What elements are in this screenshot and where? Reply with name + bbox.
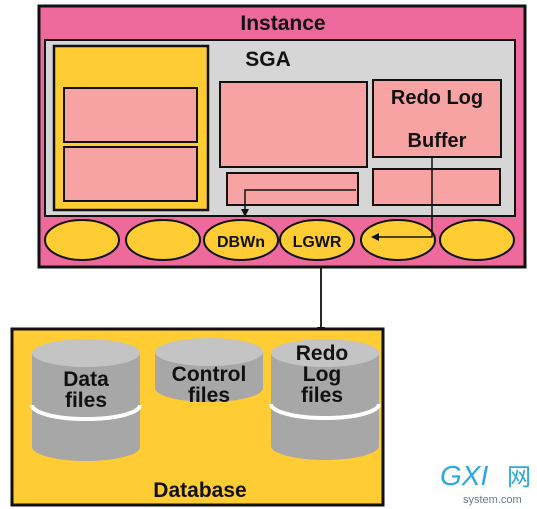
lgwr-arrow — [371, 158, 433, 241]
process-oval-2 — [125, 219, 201, 261]
instance-title: Instance — [240, 12, 325, 35]
buffer-block-lower — [63, 146, 198, 202]
watermark-logo: GXI 网 system.com — [440, 460, 531, 506]
watermark-domain: system.com — [463, 494, 522, 506]
database-title: Database — [153, 479, 246, 502]
database-box: Database Data files Control files Redo L… — [10, 327, 385, 507]
small-pool-block — [226, 172, 359, 206]
control-files-line1: Control — [172, 363, 247, 386]
redo-log-files-line2: Log — [303, 363, 341, 386]
redo-log-buffer: Redo Log Buffer — [372, 79, 502, 158]
buffer-block-upper — [63, 87, 198, 143]
lgwr-label: LGWR — [293, 234, 342, 251]
lgwr-process: LGWR — [279, 219, 355, 261]
watermark-brand-cn: 网 — [507, 463, 531, 491]
large-pool-block — [372, 168, 501, 206]
buffer-cache-area — [52, 44, 210, 212]
process-oval-6 — [439, 219, 515, 261]
sga-box: SGA Redo Log Buffer — [44, 39, 516, 217]
process-oval-5 — [360, 219, 436, 261]
background-processes: DBWn LGWR — [44, 219, 515, 261]
data-files-cylinder: Data files — [30, 339, 142, 461]
data-files-line1: Data — [63, 368, 109, 391]
process-oval-1 — [44, 219, 120, 261]
data-files-line2: files — [65, 389, 107, 412]
control-files-line2: files — [188, 384, 230, 407]
dbwn-process: DBWn — [203, 219, 279, 261]
control-files-cylinder: Control files — [155, 338, 263, 407]
dbwn-label: DBWn — [217, 234, 265, 251]
redo-log-files-cylinder: Redo Log files — [269, 339, 381, 460]
watermark-brand: GXI — [440, 460, 488, 491]
dbwn-arrow — [241, 189, 356, 217]
sga-title: SGA — [245, 48, 291, 71]
redo-log-buffer-line1: Redo Log — [391, 87, 483, 109]
redo-log-buffer-line2: Buffer — [408, 130, 467, 152]
shared-pool-block — [219, 81, 368, 168]
redo-log-files-line1: Redo — [296, 342, 349, 365]
redo-log-files-line3: files — [301, 384, 343, 407]
